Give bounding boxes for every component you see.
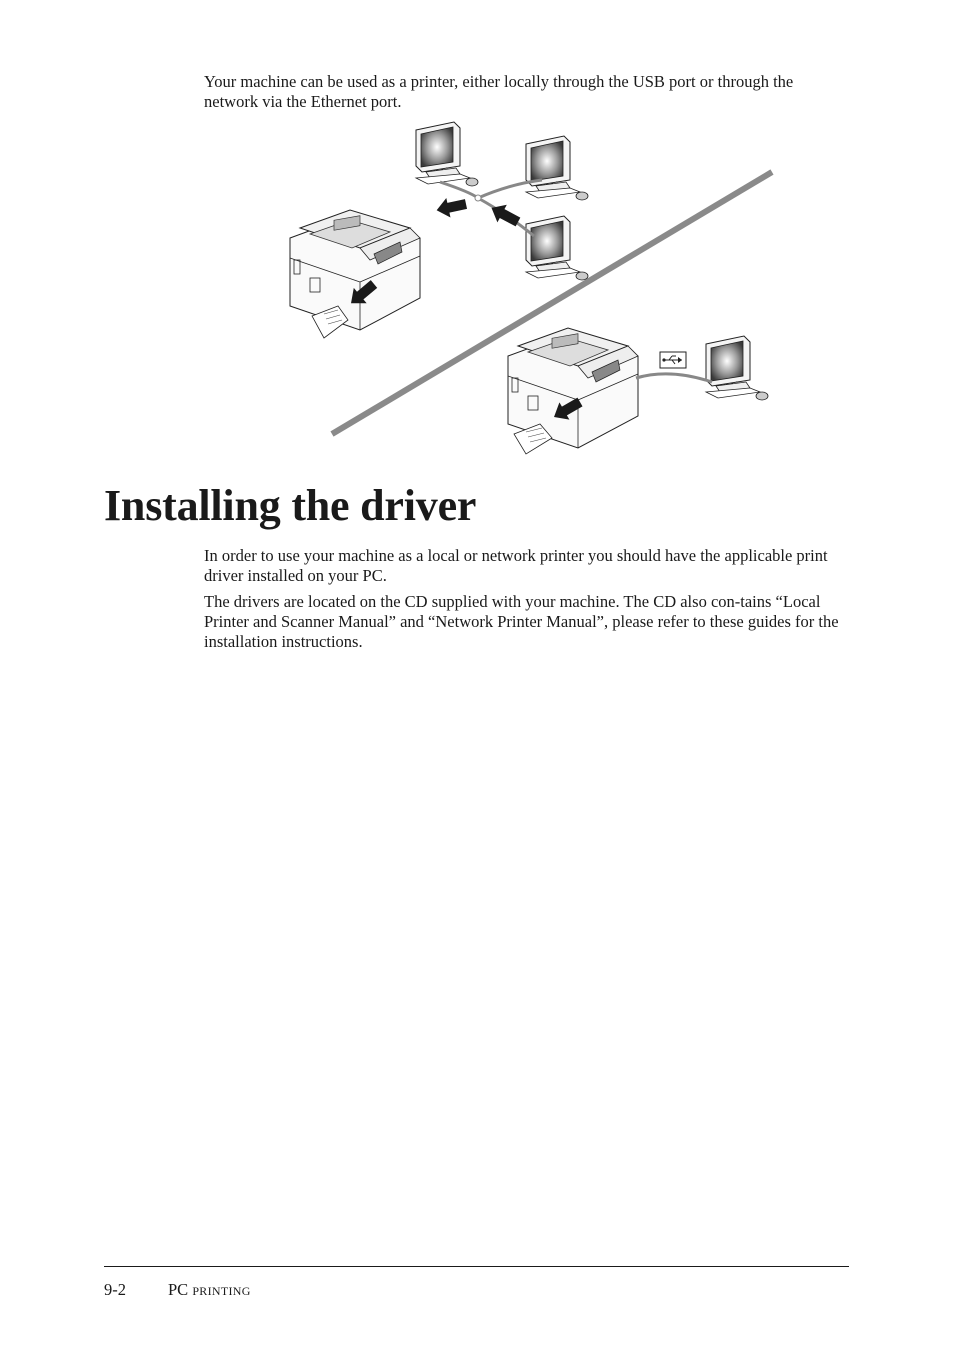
body-paragraph: The drivers are located on the CD suppli…	[204, 592, 839, 651]
computer-icon	[415, 121, 479, 187]
arrow-icon	[434, 194, 469, 221]
chapter-title-rest: printing	[192, 1284, 251, 1298]
network-printer-icon	[289, 209, 421, 331]
computer-icon	[525, 135, 589, 201]
paper-icon	[513, 423, 553, 455]
usb-cable	[635, 372, 713, 384]
section-heading: Installing the driver	[104, 481, 477, 530]
chapter-title-prefix: PC	[168, 1280, 189, 1299]
usb-symbol-icon	[659, 351, 687, 369]
page-number: 9-2	[104, 1280, 126, 1299]
intro-text: Your machine can be used as a printer, e…	[204, 72, 794, 111]
printer-connection-figure	[280, 112, 780, 460]
separator-line	[330, 169, 774, 437]
paper-icon	[311, 305, 349, 339]
computer-icon	[525, 215, 589, 281]
footer-rule	[104, 1266, 849, 1267]
computer-icon	[705, 335, 769, 401]
page-footer: 9-2 PC printing	[104, 1280, 251, 1300]
arrow-icon	[486, 199, 523, 231]
body-paragraph: In order to use your machine as a local …	[204, 546, 828, 585]
